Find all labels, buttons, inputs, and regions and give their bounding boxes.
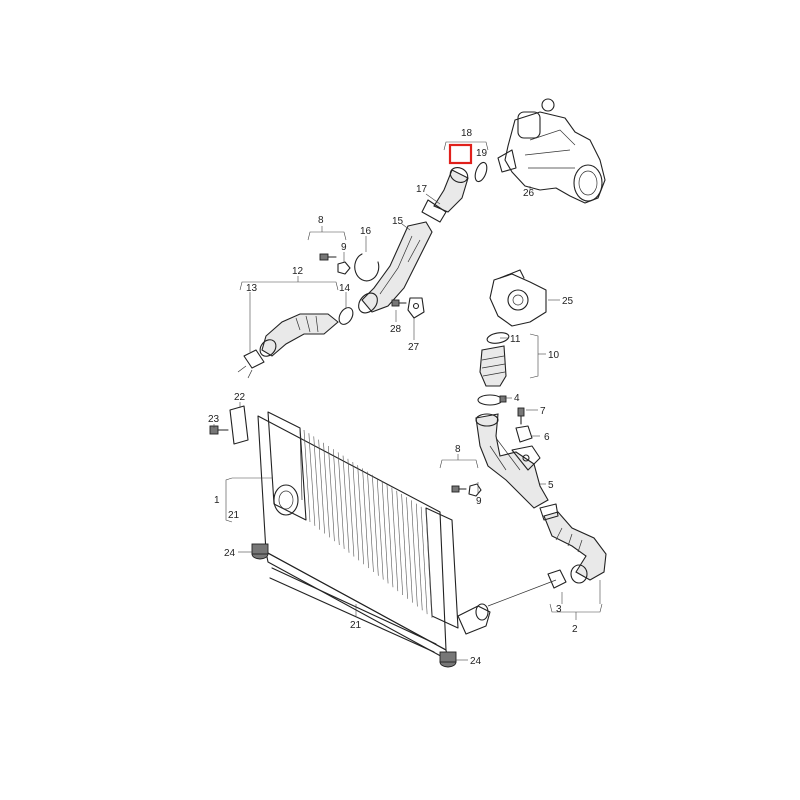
cooler-fin-line	[420, 506, 428, 615]
charge-hose-left-part	[259, 313, 339, 357]
seal-ring-part	[338, 307, 354, 325]
hose-clamp-part	[547, 569, 567, 589]
rubber-mount-part	[251, 543, 269, 560]
callout-label: 27	[408, 342, 420, 353]
charge-hose-lower-part	[539, 503, 607, 584]
seal-ring-part	[486, 332, 510, 344]
callout-label: 22	[234, 392, 246, 403]
cooler-fin-line	[328, 445, 335, 542]
cooler-fin-line	[308, 433, 316, 526]
bolt-part	[209, 425, 229, 435]
cooler-fin-line	[337, 452, 345, 549]
callout-label: 11	[510, 334, 521, 345]
callout-label: 4	[514, 393, 520, 404]
charge-hose-right-part	[479, 345, 507, 387]
callout-label: 19	[476, 148, 488, 159]
charge-pipe-lower-part	[475, 413, 549, 509]
callout-label: 14	[339, 283, 351, 294]
callout-label: 17	[416, 184, 428, 195]
callout-label: 18	[461, 128, 473, 139]
cooler-fin-line	[323, 442, 330, 538]
callout-label: 3	[556, 604, 562, 615]
cooler-fin-line	[352, 461, 360, 561]
highlighted-part-marker	[448, 143, 473, 165]
cooler-fin-line	[396, 490, 404, 595]
callout-label: 21	[350, 620, 362, 631]
callout-label: 10	[548, 350, 560, 361]
cooler-fin-line	[406, 497, 413, 603]
callout-label: 8	[318, 215, 324, 226]
callout-label: 2	[572, 624, 578, 635]
callout-label: 8	[455, 444, 461, 455]
cooler-fin-line	[342, 455, 350, 553]
callout-label: 6	[544, 432, 550, 443]
intercooler-part	[257, 411, 491, 661]
callout-label: 24	[470, 656, 482, 667]
seal-ring-part	[474, 161, 488, 183]
callout-labels: 18 19 26 17 15 16 8 9 12 13 14 28 27 25 …	[208, 128, 578, 667]
callout-label: 28	[390, 324, 402, 335]
cooler-fin-line	[391, 487, 399, 592]
callout-label: 24	[224, 548, 236, 559]
bracket-part	[407, 297, 425, 319]
charge-pipe-part	[358, 221, 433, 314]
bolt-part	[451, 485, 467, 493]
circlip-part	[354, 253, 380, 282]
cooler-fin-line	[357, 465, 364, 565]
callout-label: 16	[360, 226, 372, 237]
bracket-part	[229, 405, 249, 445]
turbocharger-part	[497, 98, 606, 204]
nut-part	[468, 483, 482, 497]
cooler-fin-line	[303, 429, 311, 523]
cooler-fin-line	[381, 481, 389, 584]
callout-label: 9	[476, 496, 482, 507]
rubber-mount-part	[439, 651, 457, 668]
cooler-fin-line	[401, 493, 408, 599]
cooler-fin-line	[376, 477, 384, 580]
cooler-fin-line	[318, 439, 325, 534]
cooler-fin-line	[372, 474, 379, 576]
sensor-part	[515, 425, 533, 443]
callout-label: 21	[228, 510, 240, 521]
callout-label: 26	[523, 188, 535, 199]
hose-clamp-part	[237, 349, 265, 379]
bolt-part	[517, 407, 525, 425]
hose-clamp-part	[477, 394, 507, 406]
cooler-fin-line	[332, 449, 340, 546]
callout-label: 13	[246, 283, 258, 294]
cooler-fin-line	[415, 503, 423, 611]
callout-label: 7	[540, 406, 546, 417]
throttle-body-part	[489, 269, 547, 327]
callout-label: 15	[392, 216, 404, 227]
callout-label: 25	[562, 296, 574, 307]
callout-label: 9	[341, 242, 347, 253]
cooler-fin-line	[425, 509, 433, 619]
cooler-fin-line	[386, 484, 394, 588]
cooler-fin-line	[347, 458, 355, 557]
charge-hose-upper-part	[421, 167, 469, 223]
cooler-fin-line	[411, 500, 418, 607]
callout-label: 1	[214, 495, 220, 506]
callout-label: 5	[548, 480, 554, 491]
bolt-part	[391, 299, 407, 307]
leader-lines	[213, 141, 603, 661]
callout-label: 12	[292, 266, 304, 277]
nut-part	[337, 261, 351, 275]
bolt-part	[319, 253, 337, 261]
cooler-fin-line	[362, 468, 369, 569]
cooler-fin-line	[313, 436, 321, 530]
cooler-fin-line	[367, 471, 374, 572]
callout-label: 23	[208, 414, 220, 425]
